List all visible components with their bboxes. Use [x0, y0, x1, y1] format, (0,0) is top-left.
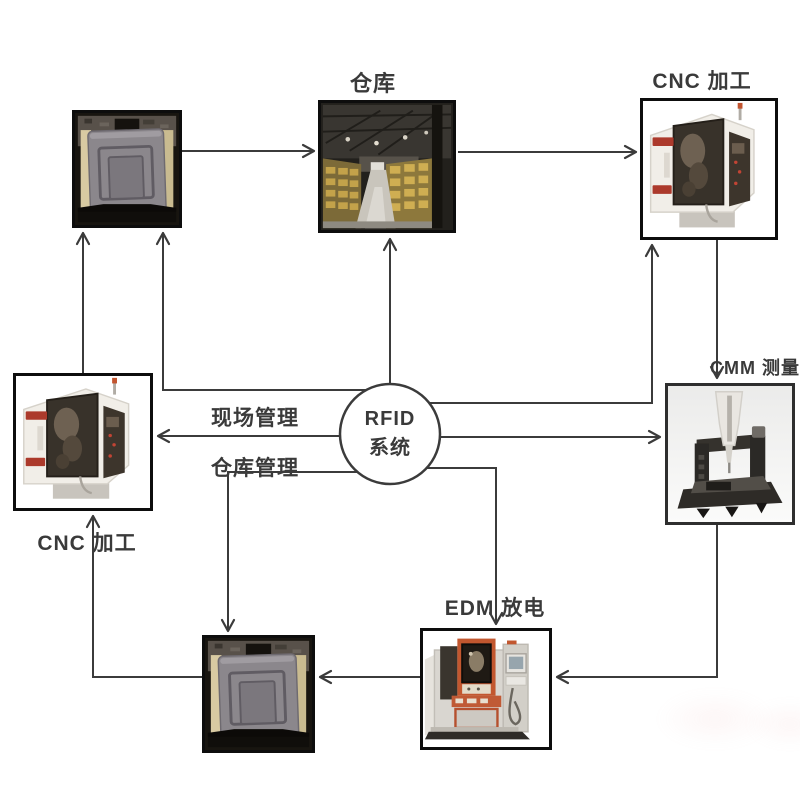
cmm-machine-photo — [665, 383, 795, 525]
edm-label: EDM 放电 — [444, 597, 546, 620]
arrow-cmm-to-edm — [555, 525, 718, 685]
rfid-system-line2: 系统 — [369, 437, 411, 459]
rfid-tag-photo-top-left — [72, 110, 182, 228]
cnc-machine-photo-top-right — [640, 98, 778, 240]
arrow-rfid-to-tag-top-left — [155, 231, 390, 391]
cnc-left-label: CNC 加工 — [37, 532, 137, 555]
arrow-rfid-to-cnc-top-right — [390, 243, 660, 404]
warehouse-management-label: 仓库管理 — [211, 457, 299, 480]
rfid-tag-photo-bottom — [202, 635, 315, 753]
warehouse-label: 仓库 — [349, 71, 396, 96]
watermark-smudge — [655, 690, 775, 748]
arrow-tag-to-cnc-left — [85, 514, 202, 678]
arrow-rfid-to-tag-bottom — [220, 471, 390, 633]
warehouse-photo — [318, 100, 456, 233]
rfid-system-circle — [338, 382, 442, 486]
cmm-label: CMM 测量 — [710, 358, 800, 378]
field-management-label: 现场管理 — [211, 407, 299, 430]
cnc-top-right-label: CNC 加工 — [652, 70, 752, 93]
cnc-machine-photo-left — [13, 373, 153, 511]
edm-machine-photo — [420, 628, 552, 750]
arrow-rfid-to-edm — [390, 467, 504, 626]
rfid-system-line1: RFID — [364, 408, 416, 430]
rfid-system-label: RFID 系统 — [338, 405, 442, 463]
